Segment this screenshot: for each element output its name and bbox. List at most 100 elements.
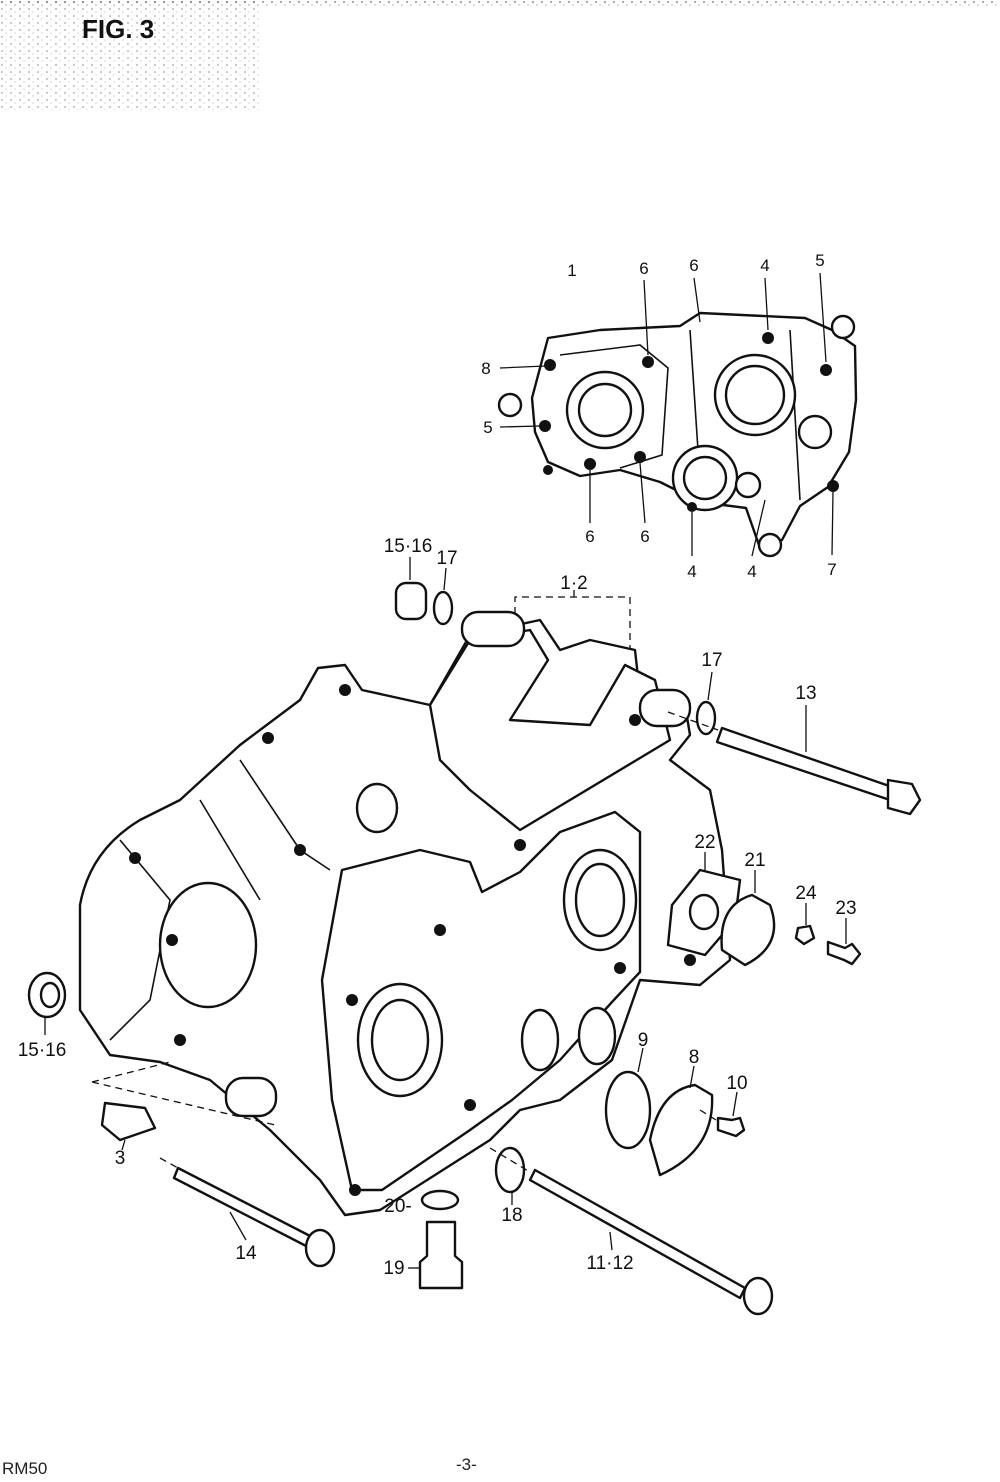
bolt-hole xyxy=(346,994,358,1006)
bolt-hole xyxy=(166,934,178,946)
inset-callout: 7 xyxy=(827,560,836,579)
axis-bolt-13 xyxy=(667,711,719,731)
mount-rails xyxy=(428,628,672,832)
bolt-hole xyxy=(514,839,526,851)
bracket-1-2 xyxy=(514,596,631,650)
bolt-hole xyxy=(129,852,141,864)
leader xyxy=(229,1211,247,1241)
bearing-top xyxy=(394,581,428,621)
mount-boss-left xyxy=(460,610,526,648)
shaft-boss-b xyxy=(577,1006,617,1066)
figure-label: FIG. 3 xyxy=(82,14,154,44)
page-number: -3- xyxy=(456,1455,477,1474)
scan-noise-corner xyxy=(0,0,260,110)
bolt-11-head xyxy=(742,1276,774,1316)
inset-bolt-holes xyxy=(539,332,839,512)
callout: 22 xyxy=(694,832,715,853)
inset-lug-top-right xyxy=(830,314,856,340)
lower-lug xyxy=(224,1076,278,1118)
inset-leader xyxy=(499,272,834,557)
bolt-hole xyxy=(434,924,446,936)
callout: 17 xyxy=(701,650,722,671)
inset-web-left xyxy=(559,344,669,469)
callout: 15·16 xyxy=(384,536,433,557)
nut-24 xyxy=(794,924,816,946)
bolt-13-head xyxy=(886,778,922,816)
leader xyxy=(609,1231,613,1251)
inset-callout: 6 xyxy=(640,527,649,546)
screw-23 xyxy=(826,940,862,966)
leader xyxy=(707,671,713,701)
callout: 20- xyxy=(384,1196,411,1217)
inset-callout: 4 xyxy=(747,562,756,581)
o-ring-9 xyxy=(604,1070,652,1150)
model-label: RM50 xyxy=(2,1459,47,1478)
inset-callout: 8 xyxy=(481,359,490,378)
inset-bolt-hole xyxy=(539,420,551,432)
bearing-boss-rear-inner xyxy=(574,862,626,938)
cover-21 xyxy=(720,893,776,967)
washer-top xyxy=(432,590,454,626)
cover-8 xyxy=(648,1083,714,1177)
leader xyxy=(732,1091,738,1117)
bolt-hole xyxy=(614,962,626,974)
callout: 1·2 xyxy=(560,573,587,594)
inset-callout: 6 xyxy=(689,256,698,275)
bolt-hole xyxy=(684,954,696,966)
axis-screw-10 xyxy=(699,1109,717,1121)
leader xyxy=(689,1065,695,1089)
callout: 14 xyxy=(235,1243,257,1264)
inset-bearing-lower-inner xyxy=(682,455,728,501)
inset-bolt-hole xyxy=(543,465,553,475)
bolt-11-shank xyxy=(528,1168,747,1300)
upper-seal-boss xyxy=(355,782,399,834)
inset-seal-small xyxy=(734,471,762,499)
bolt-hole xyxy=(464,1099,476,1111)
main-bolt-holes xyxy=(129,684,696,1196)
main-crankcase xyxy=(78,610,732,1217)
inset-callout: 4 xyxy=(687,562,696,581)
bearing-boss-front-inner xyxy=(370,998,430,1082)
inset-bearing-right-inner xyxy=(724,364,786,426)
inset-bolt-hole xyxy=(642,356,654,368)
callout: 11·12 xyxy=(586,1253,633,1274)
inset-callout: 6 xyxy=(639,259,648,278)
inset-bolt-hole xyxy=(584,458,596,470)
callout: 17 xyxy=(436,548,457,569)
dowel-3 xyxy=(100,1101,157,1142)
leader xyxy=(121,1139,126,1151)
loose-parts xyxy=(27,581,922,1316)
bolt-hole xyxy=(349,1184,361,1196)
inset-bolt-hole xyxy=(762,332,774,344)
inset-callout: 1 xyxy=(567,261,576,280)
plug-19 xyxy=(418,1220,464,1290)
mount-boss-right xyxy=(638,688,692,728)
bolt-hole xyxy=(294,844,306,856)
callout: 10 xyxy=(726,1073,747,1094)
axis-bolt-11 xyxy=(489,1147,531,1173)
callout: 13 xyxy=(795,683,816,704)
crank-opening-left xyxy=(158,881,258,1009)
callout: 23 xyxy=(835,898,856,919)
inset-callout: 4 xyxy=(760,256,769,275)
callout: 18 xyxy=(501,1205,522,1226)
inset-callout: 5 xyxy=(483,418,492,437)
callout: 21 xyxy=(744,850,765,871)
inset-callout: 6 xyxy=(585,527,594,546)
callout: 3 xyxy=(115,1148,126,1169)
inset-bolt-hole xyxy=(827,480,839,492)
leader xyxy=(637,1047,644,1073)
pin-14-end xyxy=(304,1228,336,1268)
callout: 19 xyxy=(383,1258,404,1279)
callout: 24 xyxy=(795,883,817,904)
scan-noise-top xyxy=(0,0,1000,8)
inset-crankcase-half xyxy=(497,272,858,558)
inset-lug-left xyxy=(497,392,523,418)
bolt-hole xyxy=(629,714,641,726)
inset-bolt-hole xyxy=(544,359,556,371)
callout: 9 xyxy=(638,1030,649,1051)
inset-lug-bottom xyxy=(757,532,783,558)
callout: 15·16 xyxy=(18,1040,67,1061)
bolt-hole xyxy=(339,684,351,696)
